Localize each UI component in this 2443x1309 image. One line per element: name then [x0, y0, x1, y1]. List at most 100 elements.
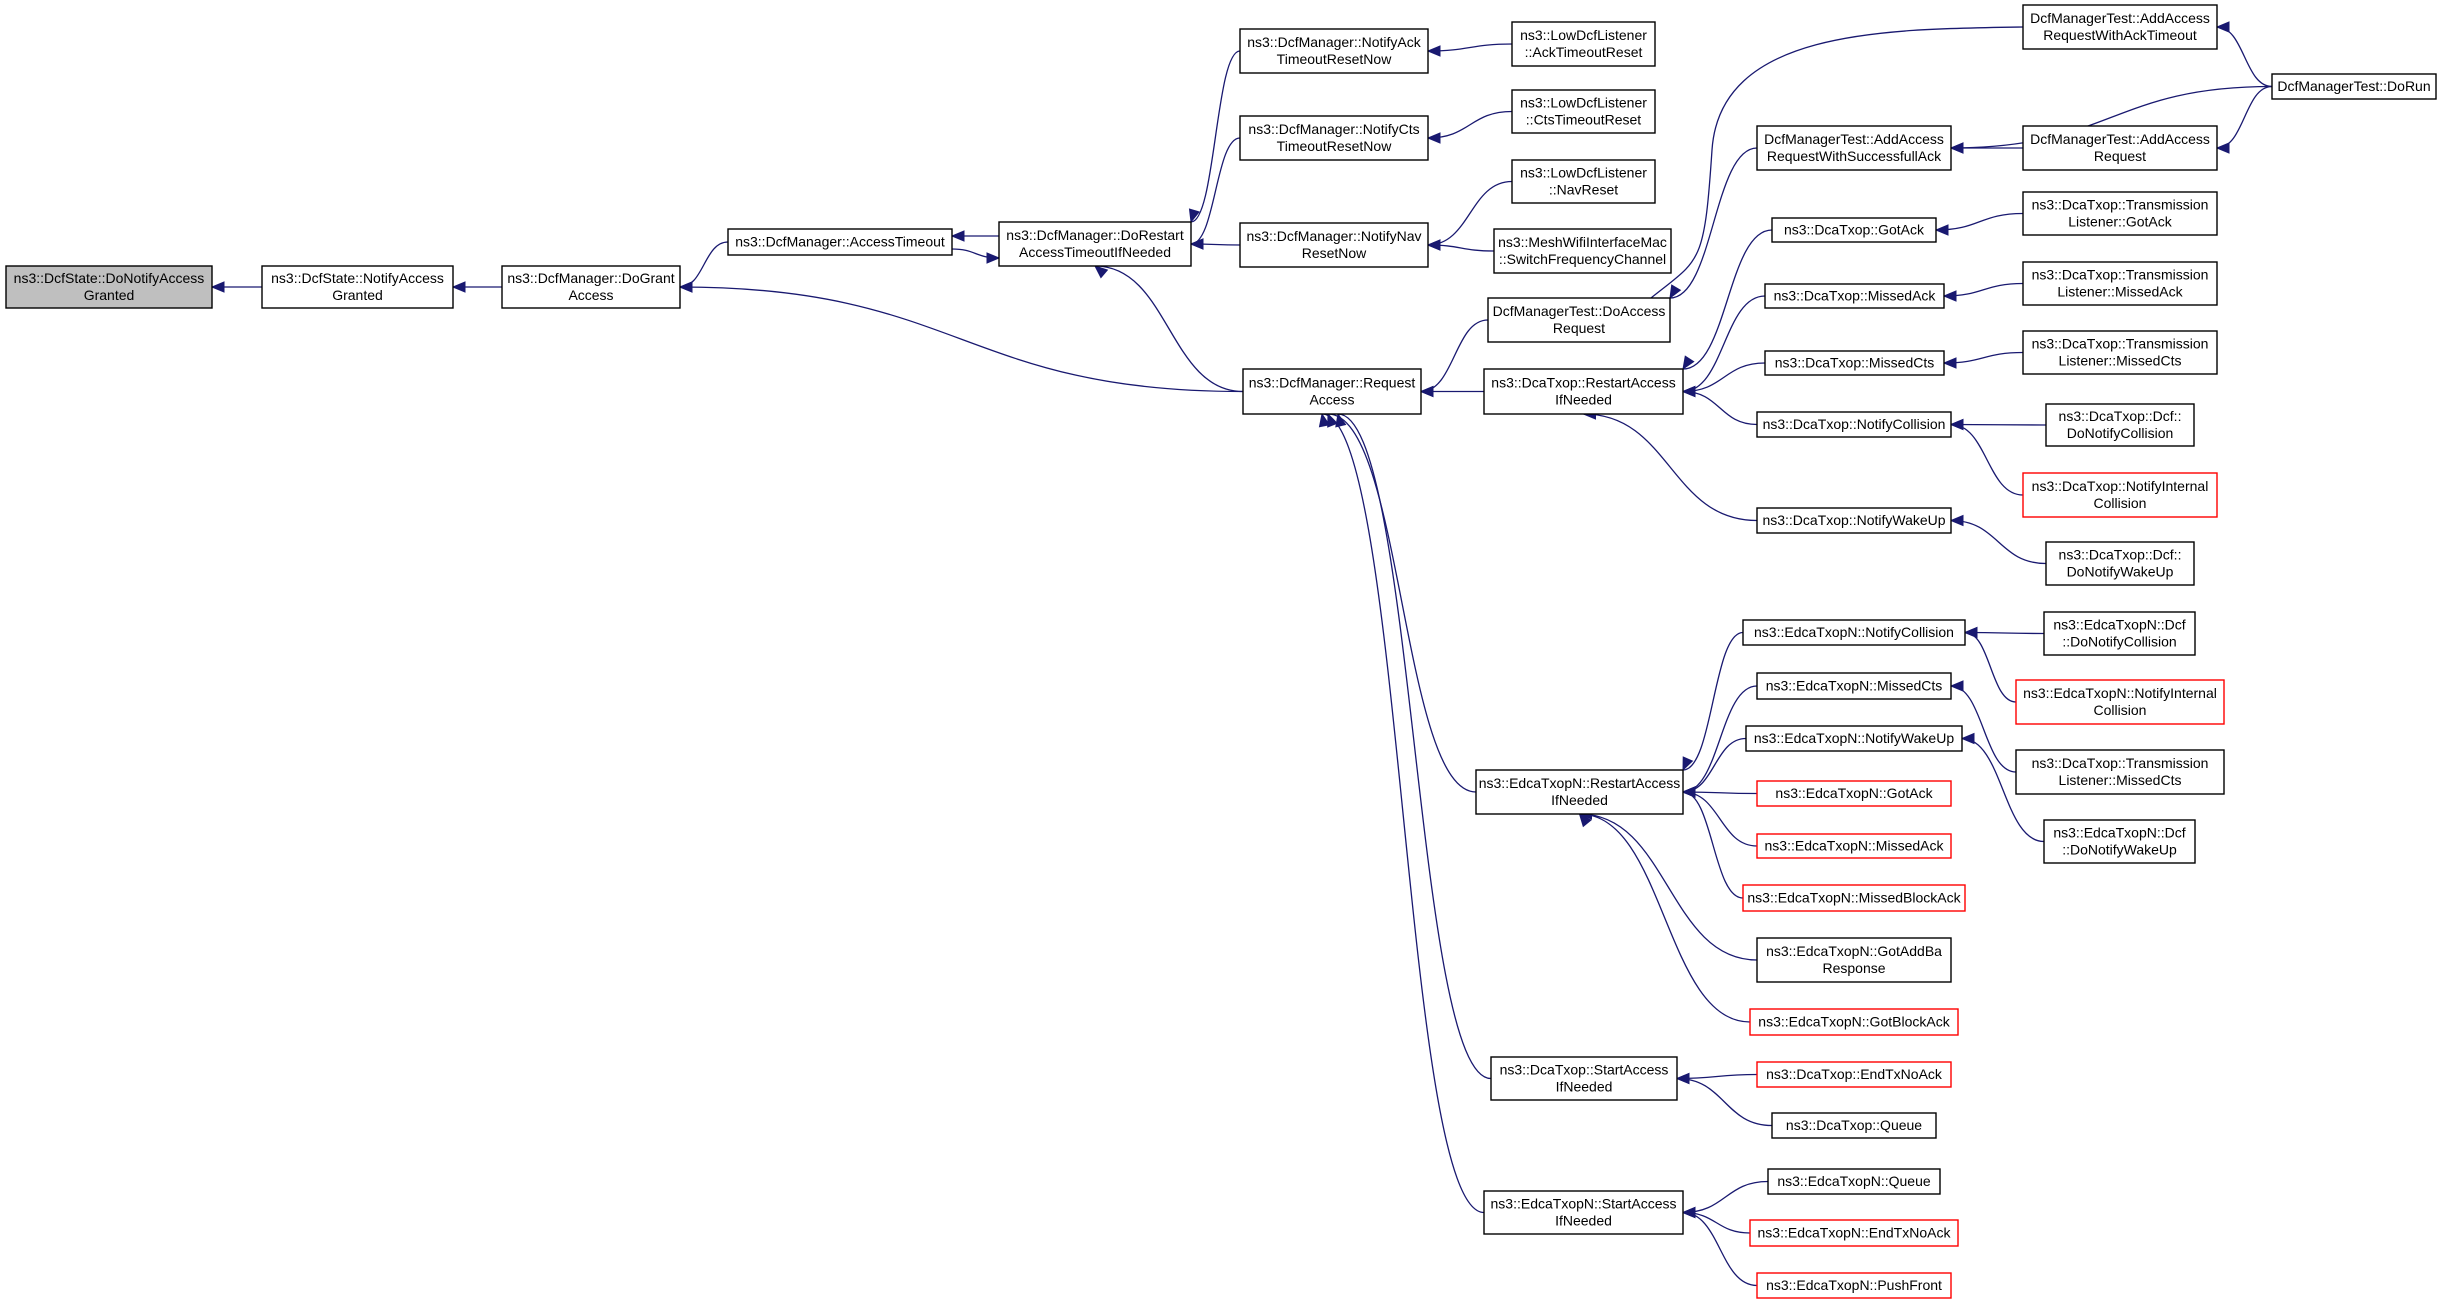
- node-lowdcflistener-acktimeoutreset-box[interactable]: [1511, 21, 1656, 67]
- node-edcatxopn-dcf-donotifywakeup-box[interactable]: [2043, 819, 2196, 864]
- node-edcatxopn-missedack-box[interactable]: [1756, 833, 1952, 859]
- node-dcfmanagertest-addaccessrequestwithsuccessfullack[interactable]: DcfManagerTest::AddAccessRequestWithSucc…: [1756, 125, 1952, 171]
- node-edcatxopn-queue-box[interactable]: [1767, 1168, 1941, 1195]
- node-edcatxopn-gotblockack[interactable]: ns3::EdcaTxopN::GotBlockAck: [1749, 1008, 1959, 1036]
- node-dcfmanagertest-addaccessrequestwithacktimeout-box[interactable]: [2022, 4, 2218, 50]
- node-dcatxop-notifyinternalcollision-box[interactable]: [2022, 472, 2218, 518]
- node-dcatxop-restartaccessifneeded-box[interactable]: [1483, 368, 1684, 415]
- node-dcfstate-donotifyaccessgranted-box[interactable]: [5, 265, 213, 309]
- node-edcatxopn-notifywakeup-box[interactable]: [1745, 725, 1963, 752]
- node-dcatxop-missedcts-box[interactable]: [1764, 350, 1945, 376]
- node-dcatxop-endtxnoack[interactable]: ns3::DcaTxop::EndTxNoAck: [1756, 1061, 1952, 1088]
- node-lowdcflistener-navreset-box[interactable]: [1511, 159, 1656, 204]
- node-lowdcflistener-navreset[interactable]: ns3::LowDcfListener::NavReset: [1511, 159, 1656, 204]
- node-dcatxop-notifywakeup[interactable]: ns3::DcaTxop::NotifyWakeUp: [1756, 507, 1952, 534]
- node-dcatxop-missedack-box[interactable]: [1764, 283, 1945, 309]
- node-edcatxopn-missedcts-box[interactable]: [1756, 672, 1952, 700]
- node-dcatxop-transmissionlistener-missedack[interactable]: ns3::DcaTxop::TransmissionListener::Miss…: [2022, 261, 2218, 306]
- node-dcatxop-dcf-donotifywakeup[interactable]: ns3::DcaTxop::Dcf::DoNotifyWakeUp: [2045, 541, 2195, 586]
- node-dcatxop-queue-box[interactable]: [1771, 1112, 1937, 1139]
- node-dcatxop-queue[interactable]: ns3::DcaTxop::Queue: [1771, 1112, 1937, 1139]
- node-edcatxopn-notifywakeup[interactable]: ns3::EdcaTxopN::NotifyWakeUp: [1745, 725, 1963, 752]
- node-dcfmanager-dorestartaccesstimeoutifneeded-box[interactable]: [998, 221, 1192, 267]
- node-dcfmanager-notifyctstimeoutresetnow-box[interactable]: [1239, 115, 1429, 161]
- node-edcatxopn-startaccessifneeded-box[interactable]: [1483, 1190, 1684, 1235]
- node-dcatxop-notifycollision[interactable]: ns3::DcaTxop::NotifyCollision: [1756, 411, 1952, 438]
- node-dcatxop-gotack[interactable]: ns3::DcaTxop::GotAck: [1771, 217, 1937, 243]
- node-edcatxopn-notifyinternalcollision-box[interactable]: [2015, 679, 2225, 725]
- node-edcatxopn-endtxnoack[interactable]: ns3::EdcaTxopN::EndTxNoAck: [1749, 1219, 1959, 1247]
- node-edcatxopn-gotaddbaresponse-box[interactable]: [1756, 937, 1952, 983]
- node-dcfstate-notifyaccessgranted-box[interactable]: [261, 265, 454, 309]
- node-edcatxopn-restartaccessifneeded-box[interactable]: [1475, 769, 1684, 815]
- node-edcatxopn-queue[interactable]: ns3::EdcaTxopN::Queue: [1767, 1168, 1941, 1195]
- node-dcfmanager-notifyacktimeoutresetnow-box[interactable]: [1239, 28, 1429, 74]
- node-dcatxop-missedcts[interactable]: ns3::DcaTxop::MissedCts: [1764, 350, 1945, 376]
- node-edcatxopn-missedcts[interactable]: ns3::EdcaTxopN::MissedCts: [1756, 672, 1952, 700]
- node-lowdcflistener-ctstimeoutreset-box[interactable]: [1511, 89, 1656, 134]
- node-edcatxopn-gotack-box[interactable]: [1756, 780, 1952, 807]
- node-dcatxop-transmissionlistener-missedcts[interactable]: ns3::DcaTxop::TransmissionListener::Miss…: [2022, 330, 2218, 375]
- node-dcatxop-transmissionlistener-missedcts-2[interactable]: ns3::DcaTxop::TransmissionListener::Miss…: [2015, 749, 2225, 795]
- node-dcatxop-gotack-box[interactable]: [1771, 217, 1937, 243]
- node-edcatxopn-missedblockack-box[interactable]: [1742, 884, 1966, 912]
- node-edcatxopn-pushfront-box[interactable]: [1756, 1272, 1952, 1299]
- node-dcatxop-transmissionlistener-gotack-box[interactable]: [2022, 191, 2218, 236]
- node-dcfmanager-accesstimeout-box[interactable]: [727, 228, 953, 256]
- node-dcatxop-dcf-donotifycollision[interactable]: ns3::DcaTxop::Dcf::DoNotifyCollision: [2045, 403, 2195, 447]
- node-dcatxop-dcf-donotifycollision-box[interactable]: [2045, 403, 2195, 447]
- node-lowdcflistener-acktimeoutreset[interactable]: ns3::LowDcfListener::AckTimeoutReset: [1511, 21, 1656, 67]
- node-meshwifiinterfacemac-switchfrequencychannel-box[interactable]: [1493, 228, 1672, 274]
- node-dcatxop-dcf-donotifywakeup-box[interactable]: [2045, 541, 2195, 586]
- node-edcatxopn-gotblockack-box[interactable]: [1749, 1008, 1959, 1036]
- node-edcatxopn-dcf-donotifycollision-box[interactable]: [2043, 611, 2196, 656]
- node-edcatxopn-notifycollision[interactable]: ns3::EdcaTxopN::NotifyCollision: [1742, 619, 1966, 646]
- node-dcatxop-transmissionlistener-missedack-box[interactable]: [2022, 261, 2218, 306]
- node-dcfmanagertest-doaccessrequest-box[interactable]: [1487, 297, 1671, 343]
- node-edcatxopn-missedack[interactable]: ns3::EdcaTxopN::MissedAck: [1756, 833, 1952, 859]
- node-dcatxop-missedack[interactable]: ns3::DcaTxop::MissedAck: [1764, 283, 1945, 309]
- node-dcfmanager-accesstimeout[interactable]: ns3::DcfManager::AccessTimeout: [727, 228, 953, 256]
- node-dcatxop-transmissionlistener-missedcts-2-box[interactable]: [2015, 749, 2225, 795]
- node-lowdcflistener-ctstimeoutreset[interactable]: ns3::LowDcfListener::CtsTimeoutReset: [1511, 89, 1656, 134]
- node-dcatxop-transmissionlistener-missedcts-box[interactable]: [2022, 330, 2218, 375]
- node-dcfmanager-dorestartaccesstimeoutifneeded[interactable]: ns3::DcfManager::DoRestartAccessTimeoutI…: [998, 221, 1192, 267]
- node-dcfmanager-dograntaccess-box[interactable]: [501, 265, 681, 309]
- node-edcatxopn-missedblockack[interactable]: ns3::EdcaTxopN::MissedBlockAck: [1742, 884, 1966, 912]
- node-edcatxopn-dcf-donotifycollision[interactable]: ns3::EdcaTxopN::Dcf::DoNotifyCollision: [2043, 611, 2196, 656]
- node-edcatxopn-notifycollision-box[interactable]: [1742, 619, 1966, 646]
- node-dcfmanagertest-dorun-box[interactable]: [2271, 73, 2437, 100]
- node-dcfmanagertest-dorun[interactable]: DcfManagerTest::DoRun: [2271, 73, 2437, 100]
- node-edcatxopn-endtxnoack-box[interactable]: [1749, 1219, 1959, 1247]
- node-edcatxopn-gotack[interactable]: ns3::EdcaTxopN::GotAck: [1756, 780, 1952, 807]
- node-edcatxopn-pushfront[interactable]: ns3::EdcaTxopN::PushFront: [1756, 1272, 1952, 1299]
- node-dcfmanager-notifyctstimeoutresetnow[interactable]: ns3::DcfManager::NotifyCtsTimeoutResetNo…: [1239, 115, 1429, 161]
- node-dcatxop-endtxnoack-box[interactable]: [1756, 1061, 1952, 1088]
- node-dcfmanagertest-addaccessrequest-box[interactable]: [2022, 125, 2218, 171]
- node-edcatxopn-dcf-donotifywakeup[interactable]: ns3::EdcaTxopN::Dcf::DoNotifyWakeUp: [2043, 819, 2196, 864]
- node-dcfmanagertest-addaccessrequestwithacktimeout[interactable]: DcfManagerTest::AddAccessRequestWithAckT…: [2022, 4, 2218, 50]
- node-dcatxop-transmissionlistener-gotack[interactable]: ns3::DcaTxop::TransmissionListener::GotA…: [2022, 191, 2218, 236]
- node-meshwifiinterfacemac-switchfrequencychannel[interactable]: ns3::MeshWifiInterfaceMac::SwitchFrequen…: [1493, 228, 1672, 274]
- node-dcfmanager-notifynavresetnow-box[interactable]: [1239, 222, 1429, 268]
- node-dcatxop-notifywakeup-box[interactable]: [1756, 507, 1952, 534]
- node-dcfmanagertest-addaccessrequestwithsuccessfullack-box[interactable]: [1756, 125, 1952, 171]
- node-dcfmanager-notifyacktimeoutresetnow[interactable]: ns3::DcfManager::NotifyAckTimeoutResetNo…: [1239, 28, 1429, 74]
- node-dcatxop-startaccessifneeded-box[interactable]: [1490, 1056, 1678, 1101]
- node-dcatxop-notifycollision-box[interactable]: [1756, 411, 1952, 438]
- node-dcfmanager-requestaccess-box[interactable]: [1242, 368, 1422, 415]
